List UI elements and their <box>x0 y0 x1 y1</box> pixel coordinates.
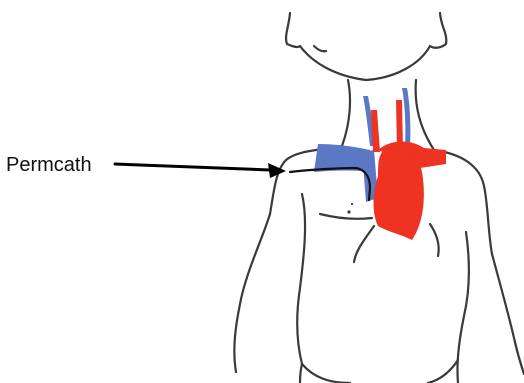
chest-line-2 <box>354 226 374 262</box>
left-arm-line <box>234 214 270 372</box>
chest-line-3 <box>430 224 439 256</box>
chin-small-line <box>314 46 326 51</box>
heart <box>374 150 424 240</box>
right-torso-line <box>457 232 468 383</box>
chest-line <box>320 214 372 219</box>
chin-left-line <box>286 13 300 47</box>
right-shoulder-line <box>434 150 492 254</box>
neck-left-line <box>342 80 350 146</box>
sternum-dot <box>347 210 350 213</box>
sternum-dot-2 <box>351 203 353 205</box>
lower-curve-right <box>428 360 458 383</box>
label-arrow-line <box>115 164 270 170</box>
right-arm-line <box>492 254 524 374</box>
neck-right-line <box>416 80 434 150</box>
lower-curve-left <box>302 364 350 383</box>
chin-right-line <box>430 13 446 48</box>
left-jugular-vein <box>402 88 410 148</box>
left-torso-line <box>297 194 305 383</box>
permcath-label: Permcath <box>6 153 92 177</box>
